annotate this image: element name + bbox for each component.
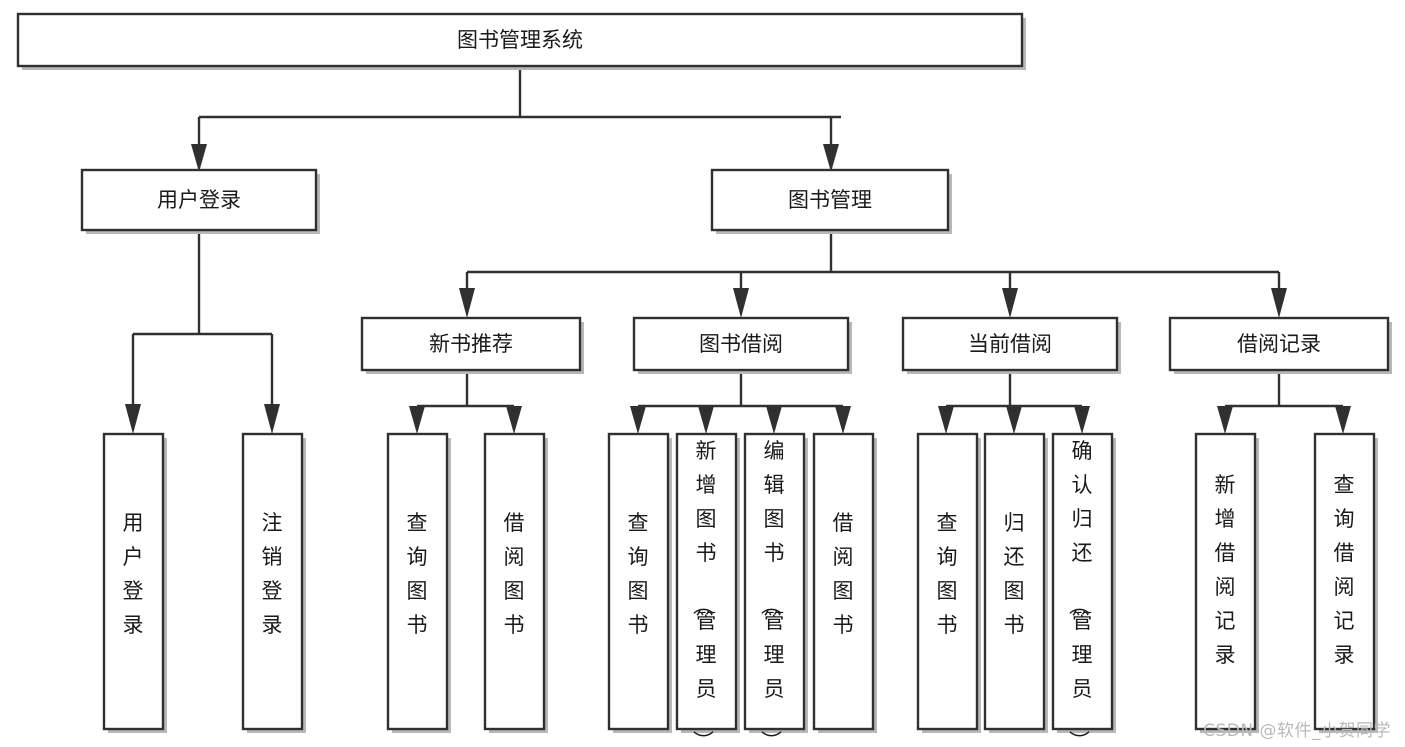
leaf-add-book-box [675,432,738,731]
arrow-borrow-record [1271,288,1287,318]
node-root[interactable]: 图书管理系统 [16,12,1026,70]
book-management-box [710,168,950,232]
node-leaf-query-book-2[interactable]: 查询图书 [607,432,672,733]
arrow-user-login [191,144,207,172]
leaf-query-book-1-label: 查询图书 [407,511,428,637]
leaf-query-record-label: 查询借阅记录 [1334,473,1355,667]
arrow-leaf-query-book-1 [409,406,425,434]
leaf-confirm-return-box [1051,432,1114,731]
leaf-query-record-box [1313,432,1376,731]
node-leaf-user-login[interactable]: 用户登录 [102,432,167,733]
leaf-user-login-label: 用户登录 [123,511,144,637]
leaf-edit-book-box [743,432,806,731]
leaf-borrow-book-2-label: 借阅图书 [833,511,854,637]
arrow-leaf-query-book-3 [938,406,954,434]
node-new-book-recommend[interactable]: 新书推荐 [360,316,584,374]
node-leaf-edit-book[interactable]: 编辑图书（管理员） [743,432,808,747]
user-login-label: 用户登录 [157,188,241,212]
leaf-confirm-return-label: 确认归还（管理员） [1067,439,1093,747]
node-leaf-logout-login[interactable]: 注销登录 [241,432,306,733]
leaf-add-book-label: 新增图书（管理员） [691,439,717,747]
arrow-leaf-add-record [1217,406,1233,434]
node-leaf-query-book-1[interactable]: 查询图书 [386,432,451,733]
leaf-return-book-label: 归还图书 [1004,511,1025,637]
node-leaf-query-book-3[interactable]: 查询图书 [916,432,981,733]
leaf-add-record-label: 新增借阅记录 [1215,473,1236,667]
arrow-leaf-edit-book [766,406,782,434]
edge-layer [125,67,1351,434]
current-borrow-box [901,316,1119,372]
leaf-borrow-book-2-box [812,432,875,731]
leaf-borrow-book-1-label: 借阅图书 [504,511,525,637]
node-leaf-add-book[interactable]: 新增图书（管理员） [675,432,740,747]
user-login-box [80,168,318,232]
arrow-leaf-user-login [125,404,141,434]
node-leaf-add-record[interactable]: 新增借阅记录 [1194,432,1259,733]
new-book-recommend-box [360,316,582,372]
leaf-edit-book-label: 编辑图书（管理员） [759,439,785,747]
node-book-borrow[interactable]: 图书借阅 [632,316,852,374]
node-user-login[interactable]: 用户登录 [80,168,320,234]
arrow-leaf-query-book-2 [630,406,646,434]
root-label: 图书管理系统 [457,28,583,52]
leaf-add-record-box [1194,432,1257,731]
book-borrow-box [632,316,850,372]
node-leaf-return-book[interactable]: 归还图书 [983,432,1048,733]
leaf-query-book-3-box [916,432,979,731]
new-book-recommend-label: 新书推荐 [429,332,513,356]
node-leaf-borrow-book-1[interactable]: 借阅图书 [483,432,548,733]
arrow-book-borrow [733,288,749,318]
leaf-query-book-2-box [607,432,670,731]
leaf-borrow-book-1-box [483,432,546,731]
node-borrow-record[interactable]: 借阅记录 [1168,316,1392,374]
arrow-leaf-query-record [1335,406,1351,434]
current-borrow-label: 当前借阅 [968,332,1052,356]
arrow-leaf-borrow-book-1 [506,406,522,434]
arrow-leaf-confirm-return [1074,406,1090,434]
node-leaf-borrow-book-2[interactable]: 借阅图书 [812,432,877,733]
leaf-logout-login-box [241,432,304,731]
node-leaf-query-record[interactable]: 查询借阅记录 [1313,432,1378,733]
leaf-query-book-2-label: 查询图书 [628,511,649,637]
root-box [16,12,1024,68]
borrow-record-box [1168,316,1390,372]
leaf-logout-login-label: 注销登录 [262,511,283,637]
node-leaf-confirm-return[interactable]: 确认归还（管理员） [1051,432,1116,747]
arrow-current-borrow [1002,288,1018,318]
arrow-leaf-add-book [698,406,714,434]
leaf-user-login-box [102,432,165,731]
arrow-leaf-logout-login [264,404,280,434]
node-book-management[interactable]: 图书管理 [710,168,952,234]
leaf-query-book-1-box [386,432,449,731]
node-current-borrow[interactable]: 当前借阅 [901,316,1121,374]
arrow-new-book-recommend [459,288,475,318]
arrow-leaf-borrow-book-2 [835,406,851,434]
book-borrow-label: 图书借阅 [699,332,783,356]
arrow-leaf-return-book [1006,406,1022,434]
leaf-return-book-box [983,432,1046,731]
book-management-label: 图书管理 [788,188,872,212]
leaf-query-book-3-label: 查询图书 [937,511,958,637]
watermark-text: CSDN @软件_小贺同学 [1203,721,1391,741]
borrow-record-label: 借阅记录 [1237,332,1321,356]
arrow-book-management [823,144,839,172]
leaf-layer: 用户登录 注销登录 查询图书 借阅图书 查询图书 [102,432,1378,747]
